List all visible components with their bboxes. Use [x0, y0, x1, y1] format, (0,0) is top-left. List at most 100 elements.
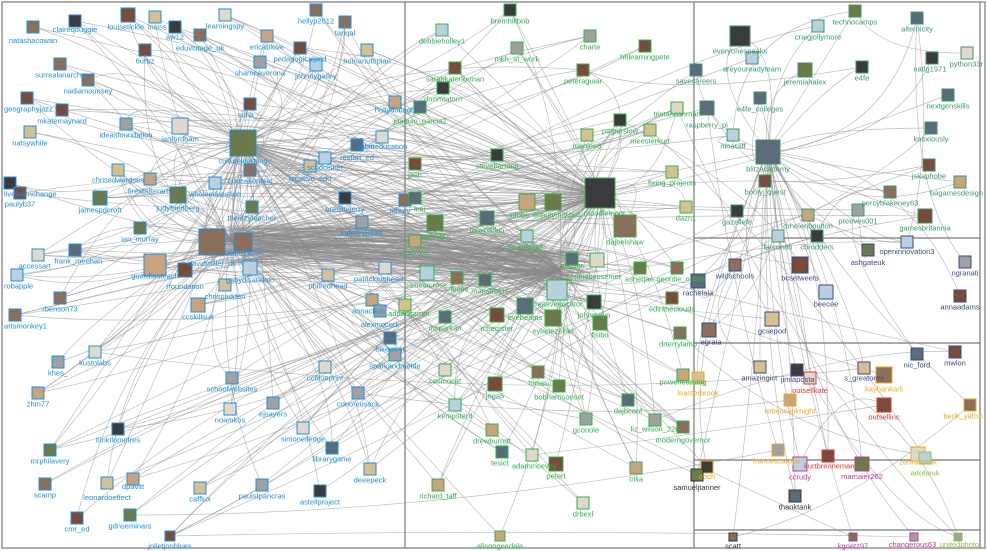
avatar-icon[interactable] — [293, 41, 307, 55]
avatar-icon[interactable] — [419, 265, 435, 281]
avatar-icon[interactable] — [218, 278, 232, 292]
avatar-icon[interactable] — [243, 97, 257, 111]
avatar-icon[interactable] — [190, 297, 206, 313]
avatar-icon[interactable] — [503, 3, 517, 17]
avatar-icon[interactable] — [92, 190, 108, 206]
avatar-icon[interactable] — [408, 157, 422, 171]
avatar-icon[interactable] — [168, 20, 182, 34]
avatar-icon[interactable] — [613, 214, 637, 238]
avatar-icon[interactable] — [490, 148, 504, 162]
avatar-icon[interactable] — [120, 7, 136, 23]
avatar-icon[interactable] — [854, 456, 870, 472]
avatar-icon[interactable] — [431, 478, 445, 492]
avatar-icon[interactable] — [10, 268, 24, 282]
avatar-icon[interactable] — [126, 472, 140, 486]
avatar-icon[interactable] — [478, 273, 492, 287]
avatar-icon[interactable] — [788, 489, 802, 503]
avatar-icon[interactable] — [23, 125, 37, 139]
avatar-icon[interactable] — [621, 393, 635, 407]
avatar-icon[interactable] — [673, 326, 687, 340]
avatar-icon[interactable] — [818, 284, 834, 300]
avatar-icon[interactable] — [811, 19, 825, 33]
avatar-icon[interactable] — [924, 121, 938, 135]
avatar-icon[interactable] — [510, 41, 524, 55]
avatar-icon[interactable] — [670, 261, 684, 275]
avatar-icon[interactable] — [753, 91, 767, 105]
avatar-icon[interactable] — [791, 256, 809, 274]
avatar-icon[interactable] — [728, 532, 738, 542]
avatar-icon[interactable] — [88, 345, 102, 359]
avatar-icon[interactable] — [771, 443, 785, 457]
avatar-icon[interactable] — [701, 322, 717, 338]
avatar-icon[interactable] — [758, 174, 772, 188]
avatar-icon[interactable] — [579, 412, 593, 426]
avatar-icon[interactable] — [13, 186, 27, 200]
avatar-icon[interactable] — [771, 229, 785, 243]
avatar-icon[interactable] — [790, 363, 804, 377]
avatar-icon[interactable] — [489, 307, 505, 323]
avatar-icon[interactable] — [958, 255, 972, 269]
avatar-icon[interactable] — [3, 176, 17, 190]
avatar-icon[interactable] — [388, 348, 402, 362]
avatar-icon[interactable] — [225, 371, 239, 385]
avatar-icon[interactable] — [589, 252, 605, 268]
avatar-icon[interactable] — [643, 123, 657, 137]
avatar-icon[interactable] — [544, 309, 562, 327]
avatar-icon[interactable] — [917, 208, 933, 224]
avatar-icon[interactable] — [68, 14, 82, 28]
avatar-icon[interactable] — [321, 268, 335, 282]
avatar-icon[interactable] — [592, 315, 608, 331]
avatar-icon[interactable] — [111, 163, 125, 177]
avatar-icon[interactable] — [548, 456, 564, 472]
avatar-icon[interactable] — [948, 345, 962, 359]
avatar-icon[interactable] — [494, 530, 506, 542]
avatar-icon[interactable] — [764, 311, 780, 327]
avatar-icon[interactable] — [552, 379, 566, 393]
avatar-icon[interactable] — [583, 29, 597, 43]
avatar-icon[interactable] — [910, 11, 924, 25]
avatar-icon[interactable] — [53, 57, 67, 71]
avatar-icon[interactable] — [584, 177, 616, 209]
avatar-icon[interactable] — [665, 291, 679, 305]
avatar-icon[interactable] — [383, 331, 397, 345]
avatar-icon[interactable] — [851, 203, 865, 217]
avatar-icon[interactable] — [855, 60, 869, 74]
avatar-icon[interactable] — [438, 363, 452, 377]
avatar-icon[interactable] — [689, 63, 703, 77]
avatar-icon[interactable] — [398, 298, 412, 312]
avatar-icon[interactable] — [745, 51, 759, 65]
avatar-icon[interactable] — [138, 43, 152, 57]
avatar-icon[interactable] — [495, 445, 509, 459]
avatar-icon[interactable] — [485, 423, 499, 437]
avatar-icon[interactable] — [408, 191, 422, 205]
avatar-icon[interactable] — [783, 393, 797, 407]
avatar-icon[interactable] — [821, 449, 835, 463]
avatar-icon[interactable] — [679, 200, 693, 214]
avatar-icon[interactable] — [255, 478, 269, 492]
avatar-icon[interactable] — [38, 477, 52, 491]
avatar-icon[interactable] — [148, 10, 162, 24]
avatar-icon[interactable] — [233, 232, 253, 252]
avatar-icon[interactable] — [676, 420, 690, 434]
avatar-icon[interactable] — [941, 88, 955, 102]
avatar-icon[interactable] — [792, 456, 808, 472]
avatar-icon[interactable] — [730, 204, 744, 218]
avatar-icon[interactable] — [900, 235, 914, 249]
avatar-icon[interactable] — [448, 398, 462, 412]
avatar-icon[interactable] — [31, 386, 45, 400]
avatar-icon[interactable] — [55, 103, 69, 117]
avatar-icon[interactable] — [918, 451, 932, 465]
avatar-icon[interactable] — [633, 261, 647, 275]
avatar-icon[interactable] — [546, 279, 568, 301]
avatar-icon[interactable] — [729, 25, 751, 47]
avatar-icon[interactable] — [378, 261, 392, 275]
avatar-icon[interactable] — [426, 214, 444, 232]
avatar-icon[interactable] — [53, 291, 67, 305]
avatar-icon[interactable] — [169, 186, 187, 204]
avatar-icon[interactable] — [245, 200, 259, 214]
avatar-icon[interactable] — [338, 15, 352, 29]
avatar-icon[interactable] — [861, 243, 875, 257]
avatar-icon[interactable] — [31, 248, 45, 262]
avatar-icon[interactable] — [700, 460, 714, 474]
avatar-icon[interactable] — [253, 55, 267, 69]
